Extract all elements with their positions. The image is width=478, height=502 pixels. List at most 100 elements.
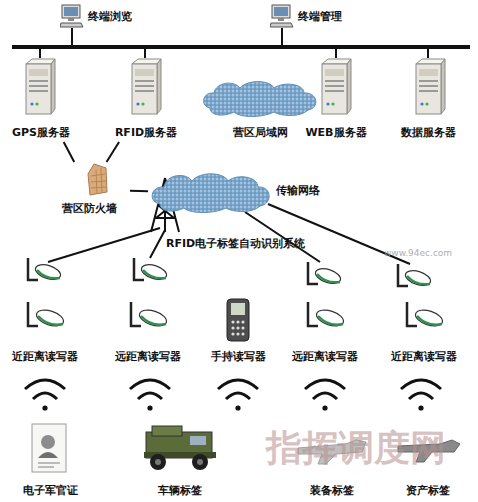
node-label: 数据服务器 bbox=[380, 126, 476, 140]
icon-rect bbox=[135, 80, 154, 82]
icon-circle bbox=[41, 435, 55, 449]
icon-rect bbox=[26, 64, 51, 114]
icon-circle bbox=[231, 326, 234, 329]
icon-rect bbox=[62, 5, 80, 18]
antenna-icon bbox=[398, 264, 432, 288]
icon-svg bbox=[24, 300, 66, 332]
device-node: 营区防火墙 bbox=[48, 162, 130, 218]
icon-path bbox=[141, 316, 166, 325]
icon-circle bbox=[236, 326, 239, 329]
reader-icon bbox=[127, 300, 169, 332]
icon-rect bbox=[278, 18, 284, 21]
device-node: 手持读写器 bbox=[200, 298, 276, 364]
icon-circle bbox=[35, 102, 38, 105]
icon-svg bbox=[270, 4, 294, 28]
card-icon bbox=[30, 422, 70, 474]
bus-drop bbox=[144, 47, 146, 58]
icon-rect bbox=[419, 85, 438, 87]
server-icon bbox=[414, 58, 446, 116]
node-label: 营区局域网 bbox=[200, 126, 320, 140]
antenna-icon bbox=[308, 262, 342, 286]
icon-path bbox=[152, 174, 269, 213]
hand-icon bbox=[224, 298, 252, 342]
reader-icon bbox=[304, 300, 346, 332]
link-line bbox=[107, 142, 120, 162]
node-label: 资产标签 bbox=[382, 484, 474, 498]
watermark-url: www.94ec.com bbox=[384, 248, 452, 258]
icon-rect bbox=[416, 64, 441, 114]
icon-rect bbox=[68, 18, 74, 21]
device-node: 远距离读写器 bbox=[105, 300, 191, 364]
icon-polygon bbox=[51, 59, 55, 114]
wireless-waves bbox=[305, 380, 345, 411]
icon-svg bbox=[142, 422, 218, 474]
icon-svg bbox=[304, 300, 346, 332]
icon-rect bbox=[135, 69, 154, 76]
term-icon bbox=[60, 4, 84, 28]
icon-svg bbox=[414, 58, 446, 116]
icon-rect bbox=[29, 69, 48, 76]
icon-polygon bbox=[26, 59, 55, 64]
icon-rect bbox=[325, 69, 344, 76]
icon-circle bbox=[30, 102, 33, 105]
server-icon bbox=[320, 58, 352, 116]
bus-drop bbox=[39, 47, 41, 58]
device-node: WEB服务器 bbox=[292, 56, 380, 142]
icon-svg bbox=[30, 422, 70, 474]
node-label: 装备标签 bbox=[282, 484, 382, 498]
icon-rect bbox=[29, 90, 48, 92]
icon-svg bbox=[224, 298, 252, 342]
icon-svg bbox=[320, 58, 352, 116]
node-label: 远距离读写器 bbox=[105, 350, 191, 364]
icon-rect bbox=[190, 436, 206, 445]
node-label: 近距离读写器 bbox=[378, 350, 470, 364]
icon-svg bbox=[200, 78, 320, 118]
icon-rect bbox=[419, 69, 438, 76]
icon-circle bbox=[425, 102, 428, 105]
server-icon bbox=[130, 58, 162, 116]
reader-icon bbox=[24, 300, 66, 332]
icon-rect bbox=[419, 80, 438, 82]
device-node: 终端浏览 bbox=[60, 2, 160, 32]
icon-svg bbox=[86, 162, 108, 196]
bus-drop bbox=[335, 47, 337, 58]
icon-svg bbox=[127, 300, 169, 332]
node-label: 手持读写器 bbox=[200, 350, 276, 364]
icon-svg bbox=[130, 58, 162, 116]
icon-polygon bbox=[60, 23, 83, 27]
icon-circle bbox=[150, 454, 166, 470]
device-node: 传输网络 bbox=[148, 170, 338, 216]
node-label: GPS服务器 bbox=[0, 126, 82, 140]
icon-polygon bbox=[416, 59, 445, 64]
device-node: 终端管理 bbox=[270, 2, 370, 32]
device-node: 近距离读写器 bbox=[378, 300, 470, 364]
wireless-waves bbox=[25, 380, 65, 411]
icon-rect bbox=[231, 303, 245, 315]
icon-circle bbox=[231, 332, 234, 335]
icon-circle bbox=[141, 102, 144, 105]
reader-icon bbox=[403, 300, 445, 332]
node-label: 传输网络 bbox=[276, 184, 338, 198]
bus-drop bbox=[71, 28, 73, 47]
node-label: WEB服务器 bbox=[292, 126, 380, 140]
icon-rect bbox=[227, 299, 249, 341]
node-label: 终端浏览 bbox=[88, 10, 160, 24]
icon-circle bbox=[241, 320, 244, 323]
truck-icon bbox=[142, 422, 218, 474]
device-node: GPS服务器 bbox=[0, 56, 82, 142]
device-node: 营区局域网 bbox=[200, 70, 320, 142]
icon-polygon bbox=[132, 59, 161, 64]
icon-circle bbox=[197, 459, 203, 465]
icon-path bbox=[318, 316, 343, 325]
icon-circle bbox=[420, 102, 423, 105]
node-label: 近距离读写器 bbox=[2, 350, 88, 364]
icon-circle bbox=[155, 459, 161, 465]
network-bus bbox=[12, 45, 470, 49]
icon-circle bbox=[236, 332, 239, 335]
icon-svg bbox=[148, 170, 273, 214]
icon-svg bbox=[24, 58, 56, 116]
icon-polygon bbox=[270, 23, 293, 27]
icon-rect bbox=[322, 64, 347, 114]
antenna-icon bbox=[28, 258, 62, 282]
link-line bbox=[64, 142, 75, 162]
